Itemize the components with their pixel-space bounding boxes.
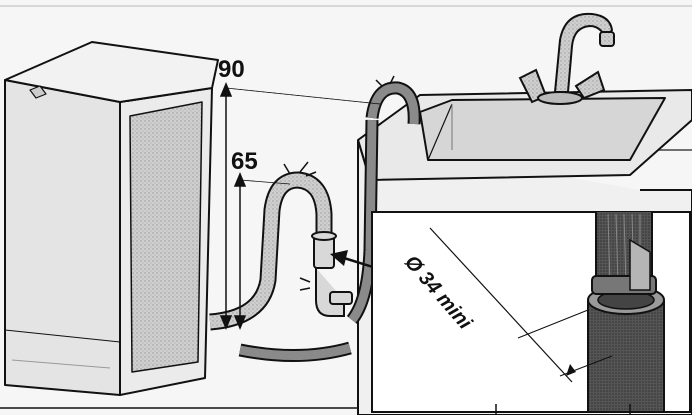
drain-hose xyxy=(209,161,352,363)
height-dimension-90 xyxy=(219,82,381,330)
faucet xyxy=(518,12,615,105)
height-65-label: 65 xyxy=(231,148,258,175)
height-dimension-65 xyxy=(233,172,291,330)
siphon-trap xyxy=(299,231,353,317)
detail-inset xyxy=(371,211,691,415)
height-90-label: 90 xyxy=(218,56,245,83)
hose-hook-sink xyxy=(346,75,421,325)
washing-machine xyxy=(4,41,219,396)
